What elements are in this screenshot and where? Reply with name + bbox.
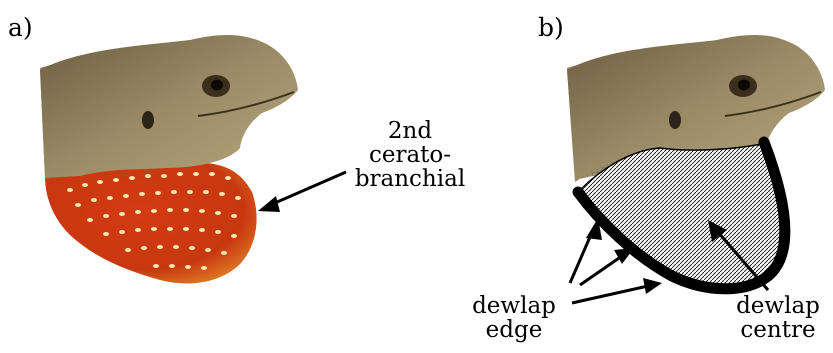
lizard-b [567, 35, 825, 303]
lizard-b-ear [669, 111, 681, 129]
ceratobranchial-arrow [268, 172, 346, 206]
lizard-a-dewlap [45, 163, 257, 284]
dewlap-edge-arrow-2 [580, 256, 622, 285]
dewlap-edge-arrow-3 [572, 286, 648, 303]
lizard-a-head [40, 35, 298, 178]
ceratobranchial-arrowhead [258, 196, 280, 212]
lizard-b-eye-pupil [738, 80, 750, 91]
lizard-a [40, 35, 346, 284]
lizard-a-ear [142, 111, 154, 129]
lizard-a-eye-pupil [211, 80, 223, 91]
dewlap-edge-arrowhead-3 [643, 278, 662, 294]
dewlap-edge-arrowhead-2 [614, 248, 634, 264]
